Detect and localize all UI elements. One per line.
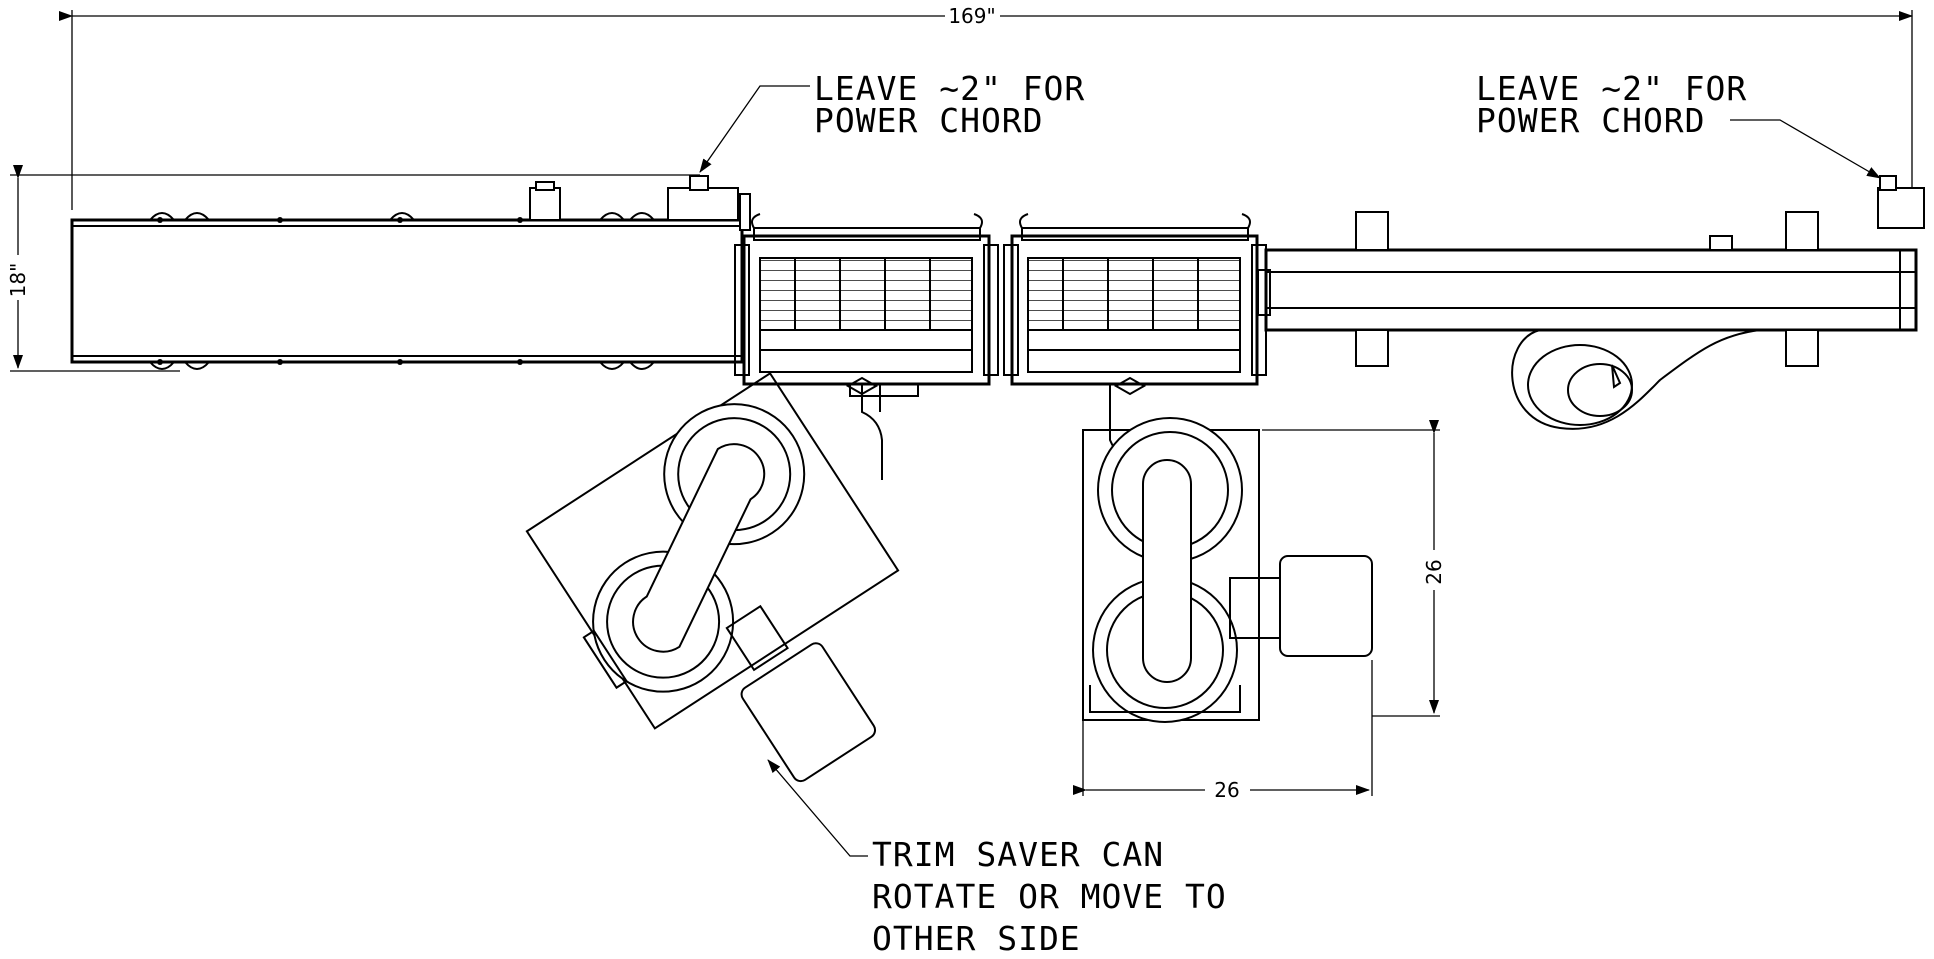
overall-width-dimension: 18": [6, 165, 700, 372]
trim-saver-width-dimension: 26: [1073, 660, 1373, 802]
trim-saver-standard: [1082, 384, 1373, 723]
outfeed-conveyor: [1264, 175, 1925, 430]
overall-length-label: 169": [948, 4, 995, 28]
note-right-line-2: POWER CHORD: [1476, 101, 1706, 140]
note-trim-line-3: OTHER SIDE: [872, 919, 1081, 958]
trim-saver-depth-dimension: 26: [1262, 420, 1446, 717]
infeed-conveyor: [70, 175, 751, 370]
note-right-line-1: LEAVE ~2" FOR: [1476, 69, 1747, 108]
note-right-power-cord: LEAVE ~2" FOR POWER CHORD: [1476, 69, 1881, 179]
note-left-power-cord: LEAVE ~2" FOR POWER CHORD: [699, 69, 1085, 173]
note-left-line-1: LEAVE ~2" FOR: [814, 69, 1085, 108]
overall-width-label: 18": [6, 263, 30, 298]
note-trim-line-1: TRIM SAVER CAN: [872, 835, 1164, 874]
trim-saver-width-label: 26: [1214, 778, 1239, 802]
note-trim-line-2: ROTATE OR MOVE TO: [872, 877, 1227, 916]
note-trim-saver: TRIM SAVER CAN ROTATE OR MOVE TO OTHER S…: [767, 759, 1227, 958]
dryer-module-right: [1003, 213, 1271, 396]
dryer-module-left: [734, 213, 999, 397]
trim-saver-rotated: [525, 371, 900, 783]
note-left-line-2: POWER CHORD: [814, 101, 1044, 140]
trim-saver-depth-label: 26: [1422, 559, 1446, 584]
overall-length-dimension: 169": [59, 4, 1913, 210]
